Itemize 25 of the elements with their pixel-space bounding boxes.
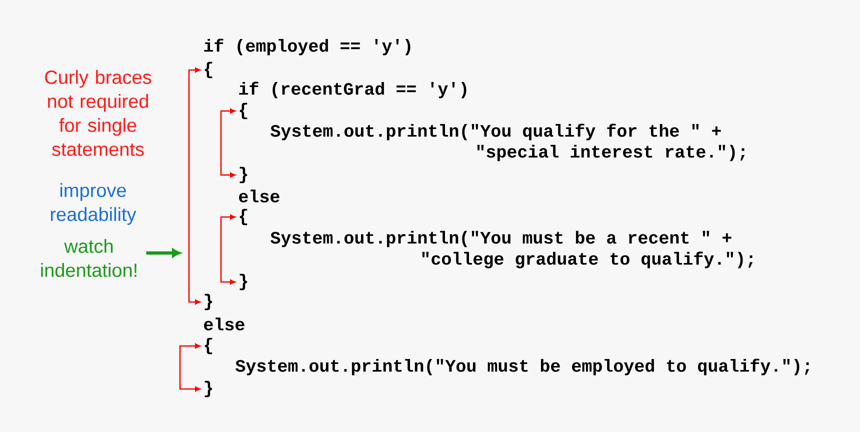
bracket-arrow	[220, 214, 236, 284]
code-line: }	[240, 274, 248, 290]
code-line: {	[204, 338, 212, 354]
code-line: {	[204, 62, 212, 78]
code-line: else	[239, 190, 280, 202]
code-line: "special interest rate.");	[477, 144, 745, 162]
code-line: System.out.println("You qualify for the " +	[270, 124, 721, 140]
code-line: {	[240, 102, 248, 120]
code-line: {	[240, 208, 248, 226]
bracket-arrow	[179, 344, 200, 392]
code-line: "college graduate to qualify.");	[422, 252, 753, 268]
code-line: System.out.println("You must be a recent " +	[270, 230, 732, 248]
annotation-text: improve readability	[50, 183, 136, 225]
code-line: }	[204, 380, 212, 398]
arrow	[146, 248, 181, 258]
code-line: }	[240, 166, 248, 184]
code-line: else	[204, 318, 244, 330]
bracket-arrow	[220, 108, 236, 178]
annotation-text: Curly braces not required for single statements	[45, 70, 152, 156]
bracket-arrow	[188, 68, 200, 304]
code-line: System.out.println("You must be employed to qualify.");	[236, 358, 810, 376]
code-line: if (employed == 'y')	[204, 38, 410, 56]
code-line: }	[204, 294, 212, 310]
annotation-text: watch indentation!	[41, 239, 136, 277]
code-line: if (recentGrad == 'y')	[239, 82, 466, 98]
